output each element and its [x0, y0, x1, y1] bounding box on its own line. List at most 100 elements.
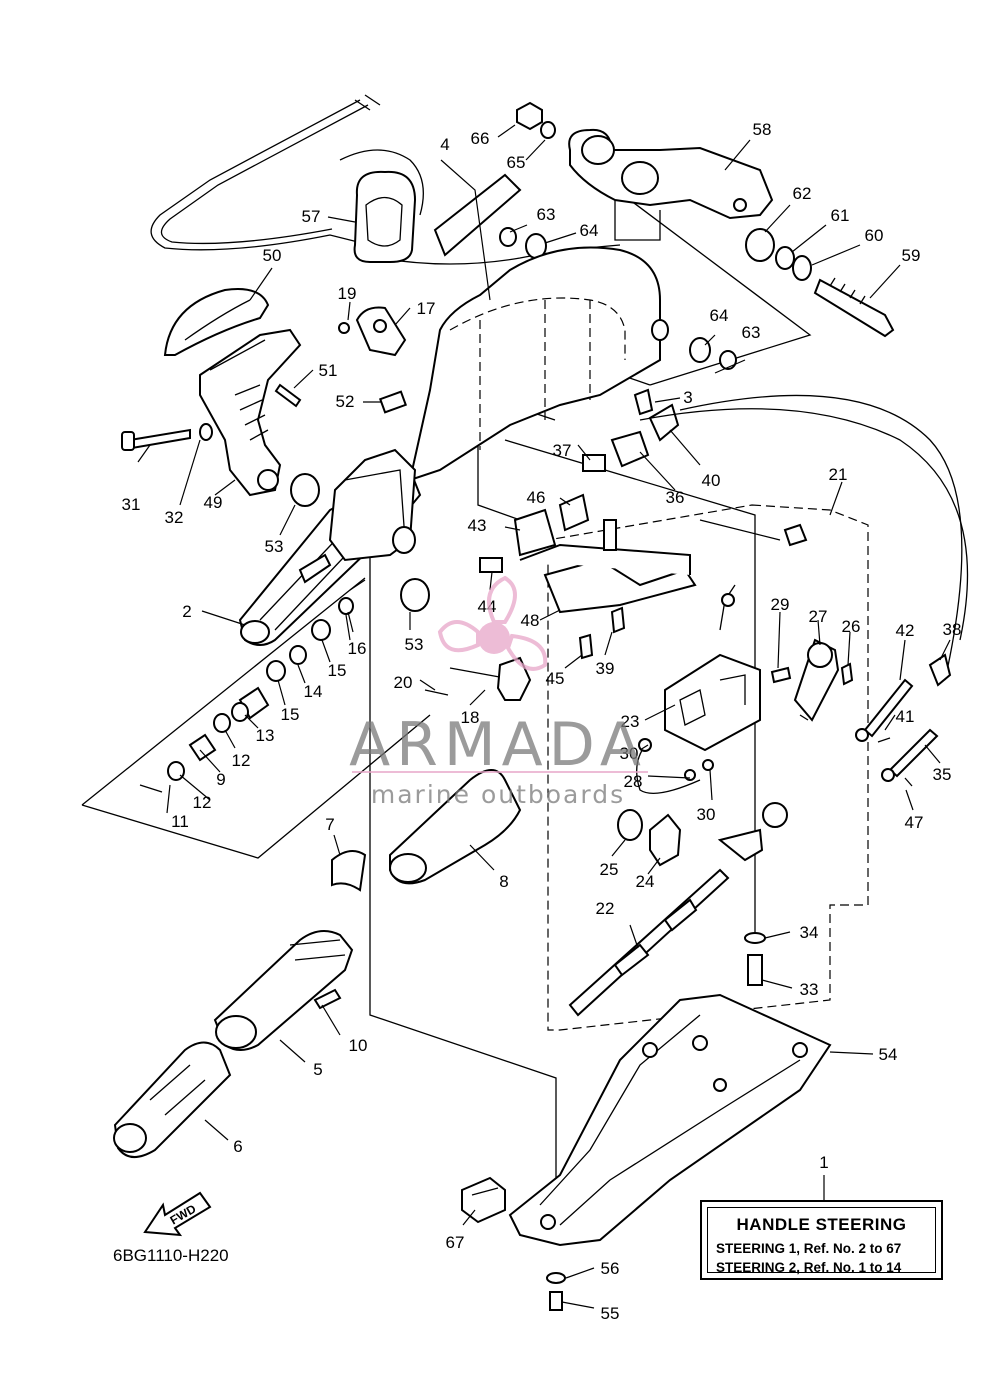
part-18-20-knob: [424, 656, 532, 701]
parts-box-title: HANDLE STEERING: [736, 1215, 907, 1234]
callout-1: 1: [819, 1153, 828, 1172]
callout-25: 25: [600, 860, 619, 879]
callout-21: 21: [829, 465, 848, 484]
callout-19: 19: [338, 284, 357, 303]
callout-41: 41: [896, 707, 915, 726]
tiller-housing: [408, 246, 669, 482]
part-23-shift-assembly: [664, 519, 808, 752]
callout-leaders: [137, 124, 951, 1309]
callout-22: 22: [596, 899, 615, 918]
callout-55: 55: [601, 1304, 620, 1323]
part-5-throttle-grip: [213, 930, 354, 1051]
callout-51: 51: [319, 361, 338, 380]
callout-7: 7: [325, 815, 334, 834]
callout-24: 24: [636, 872, 655, 891]
callout-8: 8: [499, 872, 508, 891]
callout-48: 48: [521, 611, 540, 630]
callout-15a: 15: [281, 705, 300, 724]
callout-57: 57: [302, 207, 321, 226]
armada-watermark: ARMADA marine outboards: [349, 575, 648, 809]
parts-box-line-1: STEERING 1, Ref. No. 2 to 67: [716, 1241, 902, 1256]
callout-34: 34: [800, 923, 819, 942]
part-8-sleeve: [389, 769, 522, 885]
callout-12a: 12: [193, 793, 212, 812]
callout-29: 29: [771, 595, 790, 614]
watermark-tagline: marine outboards: [371, 780, 625, 809]
callout-66: 66: [471, 129, 490, 148]
callout-61: 61: [831, 206, 850, 225]
part-54-lower-cover: [508, 993, 832, 1247]
callout-64b: 64: [710, 306, 729, 325]
callout-31: 31: [122, 495, 141, 514]
part-10-screw: [313, 988, 342, 1010]
callout-10: 10: [349, 1036, 368, 1055]
callout-63a: 63: [537, 205, 556, 224]
callout-53b: 53: [405, 635, 424, 654]
callout-2: 2: [182, 602, 191, 621]
part-49-handle-grip: [199, 328, 302, 497]
part-3-bolt: [633, 388, 654, 416]
callout-37: 37: [553, 441, 572, 460]
callout-60: 60: [865, 226, 884, 245]
part-17-19-clip: [338, 306, 407, 357]
figure-code: 6BG1110-H220: [113, 1246, 229, 1265]
callout-53a: 53: [265, 537, 284, 556]
part-51-screw: [274, 383, 302, 408]
callout-54: 54: [879, 1045, 898, 1064]
part-67-connector: [461, 1176, 506, 1224]
callout-38: 38: [943, 620, 962, 639]
callout-15b: 15: [328, 661, 347, 680]
part-27-gear: [770, 638, 854, 722]
callout-47: 47: [905, 813, 924, 832]
callout-32: 32: [165, 508, 184, 527]
part-24-25-28-30: [617, 738, 714, 867]
callout-17: 17: [417, 299, 436, 318]
part-4-tape: [433, 173, 522, 257]
callout-14: 14: [304, 682, 323, 701]
part-55-56-bolt-washer: [546, 1272, 566, 1311]
callout-20: 20: [394, 673, 413, 692]
callout-33: 33: [800, 980, 819, 999]
callout-30a: 30: [620, 744, 639, 763]
callout-58: 58: [753, 120, 772, 139]
callout-23: 23: [621, 712, 640, 731]
callout-6: 6: [233, 1137, 242, 1156]
part-6-grip-cover: [113, 1041, 232, 1158]
throttle-shaft-parts: [139, 597, 354, 793]
part-7-ring: [331, 850, 367, 892]
callout-28: 28: [624, 772, 643, 791]
callout-36: 36: [666, 488, 685, 507]
part-33-34-bolt-washer: [717, 802, 788, 986]
parts-reference-box-inner: HANDLE STEERING STEERING 1, Ref. No. 2 t…: [707, 1207, 936, 1275]
shift-cables: [639, 394, 969, 787]
part-57-grommet: [353, 170, 417, 263]
callout-46: 46: [527, 488, 546, 507]
part-52-label: [378, 390, 408, 414]
callout-52: 52: [336, 392, 355, 411]
throttle-cable: [150, 94, 621, 265]
callout-42: 42: [896, 621, 915, 640]
tiller-bracket: [328, 448, 417, 562]
part-22-shift-rod: [568, 868, 730, 1017]
callout-56: 56: [601, 1259, 620, 1278]
part-63-64-bushings: [499, 227, 737, 370]
part-53-bushings: [290, 473, 430, 612]
part-59-62-stack: [745, 228, 895, 338]
part-31-32-bolt-washer: [121, 423, 213, 451]
callout-13: 13: [256, 726, 275, 745]
callout-63b: 63: [742, 323, 761, 342]
callout-16: 16: [348, 639, 367, 658]
callout-65: 65: [507, 153, 526, 172]
callout-67: 67: [446, 1233, 465, 1252]
callout-62: 62: [793, 184, 812, 203]
callout-27: 27: [809, 607, 828, 626]
shift-bracket-parts: [479, 403, 697, 660]
part-58-bracket: [568, 128, 774, 241]
propeller-logo-icon: [437, 575, 548, 671]
callout-4: 4: [440, 135, 449, 154]
part-65-66-nut-washer: [516, 101, 556, 139]
callout-49: 49: [204, 493, 223, 512]
callout-43: 43: [468, 516, 487, 535]
callout-9: 9: [216, 770, 225, 789]
